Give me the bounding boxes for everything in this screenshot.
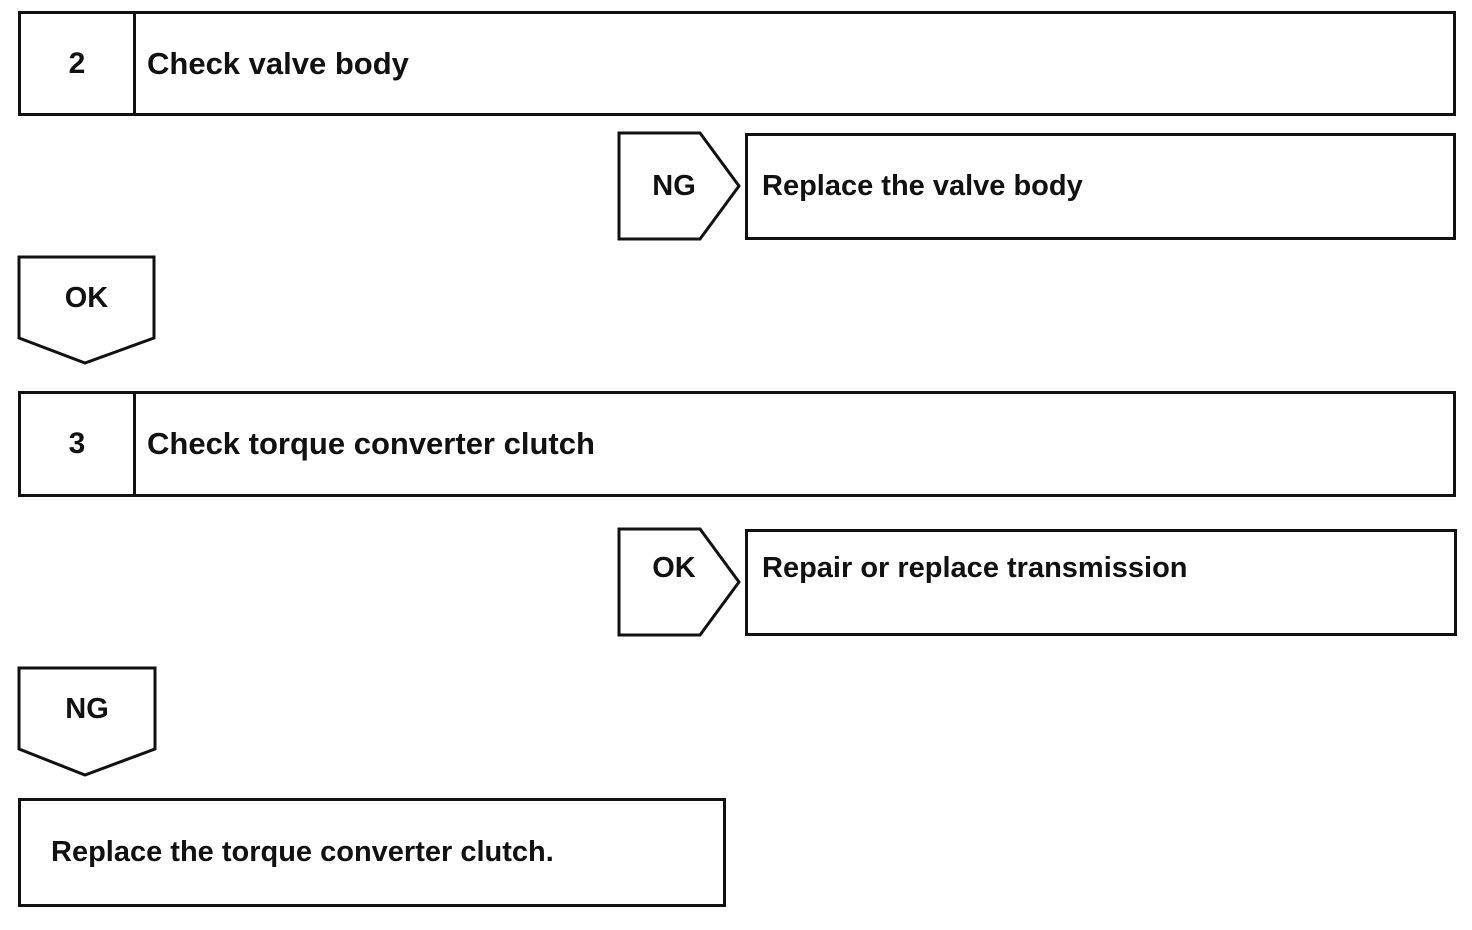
- step-2-ok-label: OK: [64, 281, 109, 314]
- step-3-ng-label: NG: [65, 692, 109, 725]
- step-3-title: Check torque converter clutch: [147, 426, 595, 461]
- step-2-ng-label: NG: [652, 169, 696, 202]
- step-3-number: 3: [21, 394, 136, 494]
- step-2-title: Check valve body: [147, 45, 409, 81]
- final-action-box: Replace the torque converter clutch.: [18, 798, 726, 907]
- step-3-ok-action: Repair or replace transmission: [762, 552, 1188, 584]
- step-2-box: 2 Check valve body: [18, 11, 1456, 116]
- final-action-text: Replace the torque converter clutch.: [51, 836, 554, 868]
- step-2-ng-action: Replace the valve body: [762, 170, 1083, 202]
- step-3-box: 3 Check torque converter clutch: [18, 391, 1456, 497]
- step-2-number: 2: [21, 14, 136, 113]
- step-3-ok-result-box: Repair or replace transmission: [745, 529, 1457, 636]
- step-3-ok-label: OK: [652, 551, 696, 584]
- step-2-ng-result-box: Replace the valve body: [745, 133, 1456, 240]
